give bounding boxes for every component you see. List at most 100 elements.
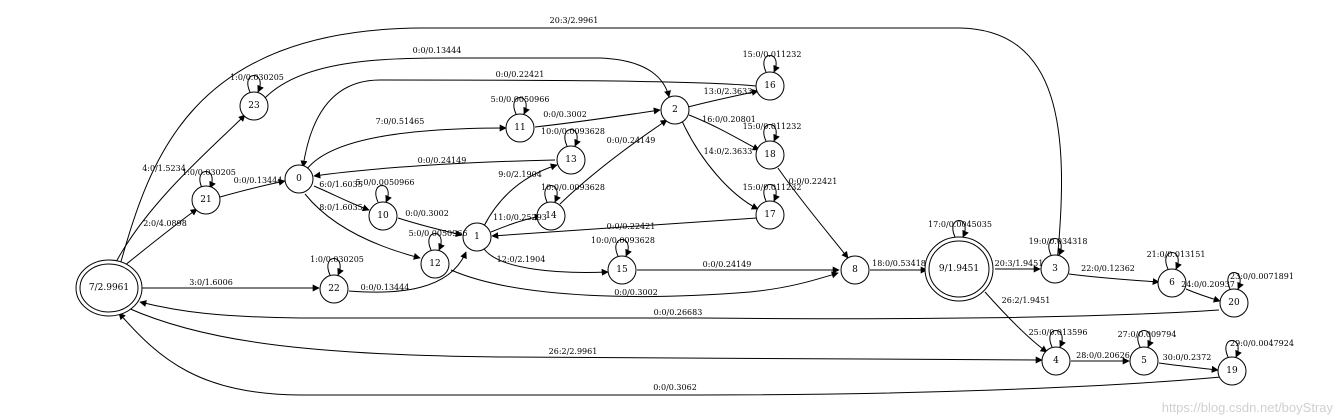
edge-7-4: [127, 307, 1043, 364]
edge-18-8: [777, 167, 849, 259]
state-label: 3: [1052, 264, 1058, 274]
edge-label: 1:0/0.030205: [230, 73, 284, 82]
state-15: [607, 255, 637, 285]
edge-label: 9:0/2.1904: [498, 170, 542, 179]
state-6: [1157, 268, 1187, 298]
state-3: [1040, 254, 1070, 284]
state-label: 23: [248, 101, 260, 111]
edge-14-2: [559, 119, 668, 205]
state-label: 21: [200, 195, 211, 205]
edge-label: 10:0/0.0093628: [591, 236, 655, 245]
state-label: 14: [545, 211, 557, 221]
edge-17-1: [491, 217, 758, 240]
state-label: 4: [1053, 356, 1059, 366]
edge-14-14: [544, 185, 561, 203]
edge-label: 13:0/2.3633: [704, 87, 753, 96]
edge-label: 0:0/0.22421: [496, 70, 545, 79]
edge-label: 10:0/0.0093628: [541, 183, 605, 192]
edge-label: 12:0/2.1904: [497, 255, 546, 264]
state-0: [284, 164, 314, 194]
edge-10-1: [397, 217, 463, 238]
state-20: [1219, 288, 1249, 318]
edge-label: 0:0/0.3062: [653, 383, 697, 392]
watermark: https://blog.csdn.net/boyStray: [1161, 400, 1333, 415]
state-5: [1129, 346, 1159, 376]
edge-label: 15:0/0.011232: [743, 50, 802, 59]
edge-label: 26:2/1.9451: [1002, 296, 1051, 305]
edge-label: 5:0/0.0050966: [409, 229, 468, 238]
edge-7-21: [123, 208, 198, 267]
state-19: [1217, 356, 1247, 386]
edge-label: 0:0/0.22421: [607, 222, 656, 231]
edge-2-18: [688, 114, 760, 151]
edge-label: 0:0/0.22421: [789, 177, 838, 186]
state-label: 20: [1228, 298, 1240, 308]
edge-label: 1:0/0.030205: [182, 168, 236, 177]
edge-label: 5:0/0.0050966: [491, 95, 550, 104]
edge-12-8: [450, 269, 839, 298]
state-label: 18: [764, 150, 776, 160]
edge-label: 20:3/1.9451: [995, 259, 1044, 268]
edge-3-6: [1068, 273, 1160, 286]
edge-19-7: [118, 312, 1222, 396]
edge-label: 29:0/0.0047924: [1230, 339, 1294, 348]
edge-label: 0:0/0.3002: [614, 288, 658, 297]
state-21: [191, 185, 221, 215]
state-2: [660, 95, 690, 125]
edge-label: 18:0/0.53418: [872, 259, 926, 268]
edge-label: 8:0/1.6035: [319, 203, 363, 212]
edge-9-9: [952, 220, 969, 238]
edge-18-18: [763, 124, 780, 142]
edge-1-13: [483, 163, 558, 227]
edge-label: 22:0/0.12362: [1081, 264, 1135, 273]
edge-label: 20:3/2.9961: [550, 16, 599, 25]
edge-2-16: [687, 88, 759, 108]
edge-19-19: [1225, 340, 1242, 358]
edge-label: 21:0/0.013151: [1147, 250, 1206, 259]
edge-label: 24:0/0.20937: [1181, 280, 1235, 289]
state-14: [536, 201, 566, 231]
edge-1-15: [483, 248, 609, 276]
edge-13-13: [564, 129, 581, 147]
edge-label: 4:0/1.5234: [142, 164, 186, 173]
edge-20-7: [139, 300, 1220, 320]
edge-label: 6:0/1.6035: [319, 180, 363, 189]
state-23: [239, 91, 269, 121]
edge-7-3: [119, 27, 1063, 266]
edge-20-20: [1227, 272, 1244, 290]
state-label: 22: [328, 284, 339, 294]
state-label: 1: [474, 232, 480, 242]
state-label: 16: [764, 81, 776, 91]
edge-0-12: [304, 193, 421, 260]
edge-16-16: [763, 55, 780, 73]
edge-label: 28:0/0.20626: [1076, 351, 1130, 360]
state-label: 2: [672, 105, 678, 115]
state-9: [924, 236, 994, 302]
edge-label: 3:0/1.6006: [189, 278, 233, 287]
edge-15-15: [615, 239, 632, 257]
edge-label: 26:2/2.9961: [549, 347, 598, 356]
edge-label: 23:0/0.0071891: [1230, 272, 1294, 281]
edge-label: 0:0/0.13444: [413, 46, 462, 55]
edge-label: 0:0/0.13444: [361, 283, 410, 292]
state-8: [840, 255, 870, 285]
edge-5-19: [1158, 362, 1219, 373]
state-18: [755, 140, 785, 170]
edge-label: 0:0/0.24149: [418, 156, 467, 165]
edge-label: 10:0/0.0093628: [541, 127, 605, 136]
state-label: 11: [514, 123, 525, 133]
edge-12-12: [428, 233, 445, 251]
state-10: [368, 201, 398, 231]
state-7: [75, 259, 143, 317]
state-label: 19: [1226, 366, 1238, 376]
edge-label: 17:0/0.0045035: [928, 220, 992, 229]
edge-label: 0:0/0.26683: [654, 308, 703, 317]
edge-23-23: [247, 75, 264, 93]
edge-label: 19:0/0.034318: [1029, 237, 1088, 246]
edge-4-4: [1049, 330, 1066, 348]
state-1: [462, 222, 492, 252]
state-label: 15: [616, 265, 628, 275]
edge-22-1: [348, 251, 467, 293]
edge-label: 15:0/0.011232: [743, 183, 802, 192]
